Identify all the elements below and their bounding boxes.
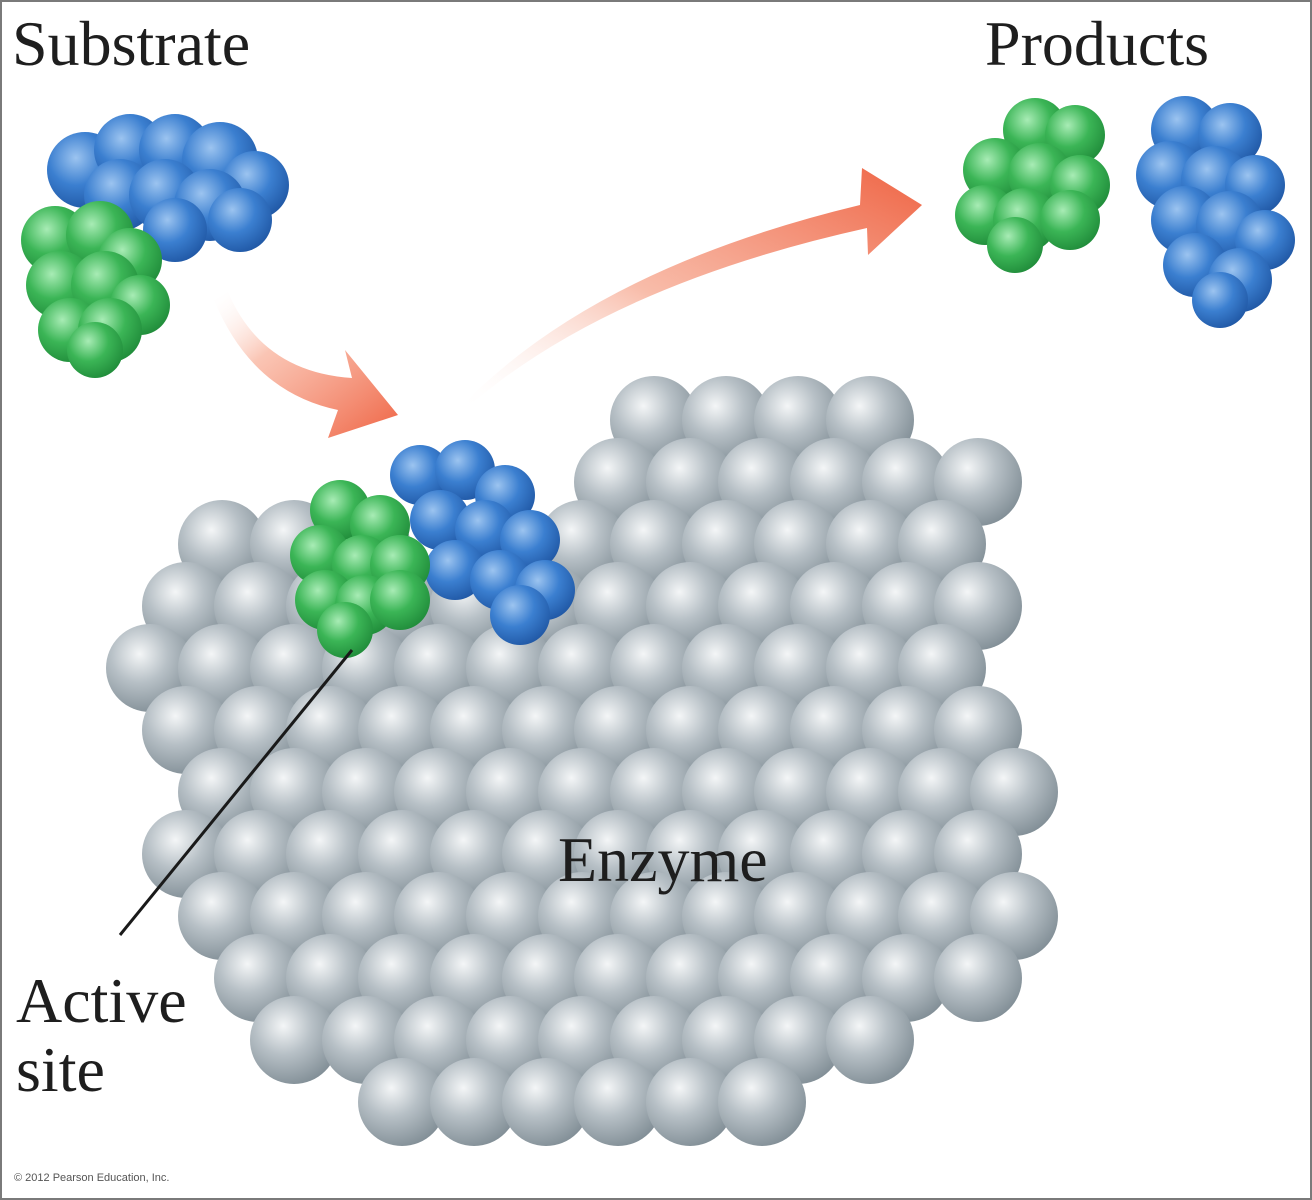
product-green-unit — [1040, 190, 1100, 250]
enzyme-subunit — [358, 1058, 446, 1146]
enzyme-subunit — [430, 1058, 518, 1146]
product-green-molecule — [955, 98, 1110, 273]
substrate-label: Substrate — [12, 8, 251, 79]
active-site-label-line1: Active — [16, 965, 187, 1036]
product-blue-unit — [1192, 272, 1248, 328]
substrate-blue-unit — [143, 198, 207, 262]
bound-substrate-blue-unit — [425, 540, 485, 600]
products-label: Products — [985, 8, 1209, 79]
enzyme-subunit — [574, 1058, 662, 1146]
binding-arrow — [214, 292, 398, 438]
active-site-label: Active site — [16, 966, 187, 1104]
substrate-green-unit — [67, 322, 123, 378]
substrate-molecule — [21, 114, 289, 378]
enzyme-molecule — [106, 376, 1058, 1146]
enzyme-subunit — [826, 996, 914, 1084]
bound-substrate-blue-unit — [490, 585, 550, 645]
active-site-label-line2: site — [16, 1034, 105, 1106]
enzyme-label: Enzyme — [558, 824, 768, 895]
product-blue-molecule — [1136, 96, 1295, 328]
bound-substrate-blue-unit — [410, 490, 470, 550]
substrate-blue-unit — [208, 188, 272, 252]
active-site-leader-line — [118, 649, 354, 936]
enzyme-subunit — [502, 1058, 590, 1146]
bound-substrate-green-unit — [317, 602, 373, 658]
copyright-notice: © 2012 Pearson Education, Inc. — [14, 1172, 170, 1184]
product-green-unit — [1045, 105, 1105, 165]
enzyme-subunit — [250, 996, 338, 1084]
enzyme-subunit — [646, 1058, 734, 1146]
release-arrow — [458, 168, 922, 410]
enzyme-subunit — [718, 1058, 806, 1146]
product-green-unit — [987, 217, 1043, 273]
bound-substrate-green-unit — [370, 570, 430, 630]
bound-substrate — [290, 440, 575, 658]
enzyme-subunit — [934, 934, 1022, 1022]
bound-substrate-blue-unit — [390, 445, 450, 505]
